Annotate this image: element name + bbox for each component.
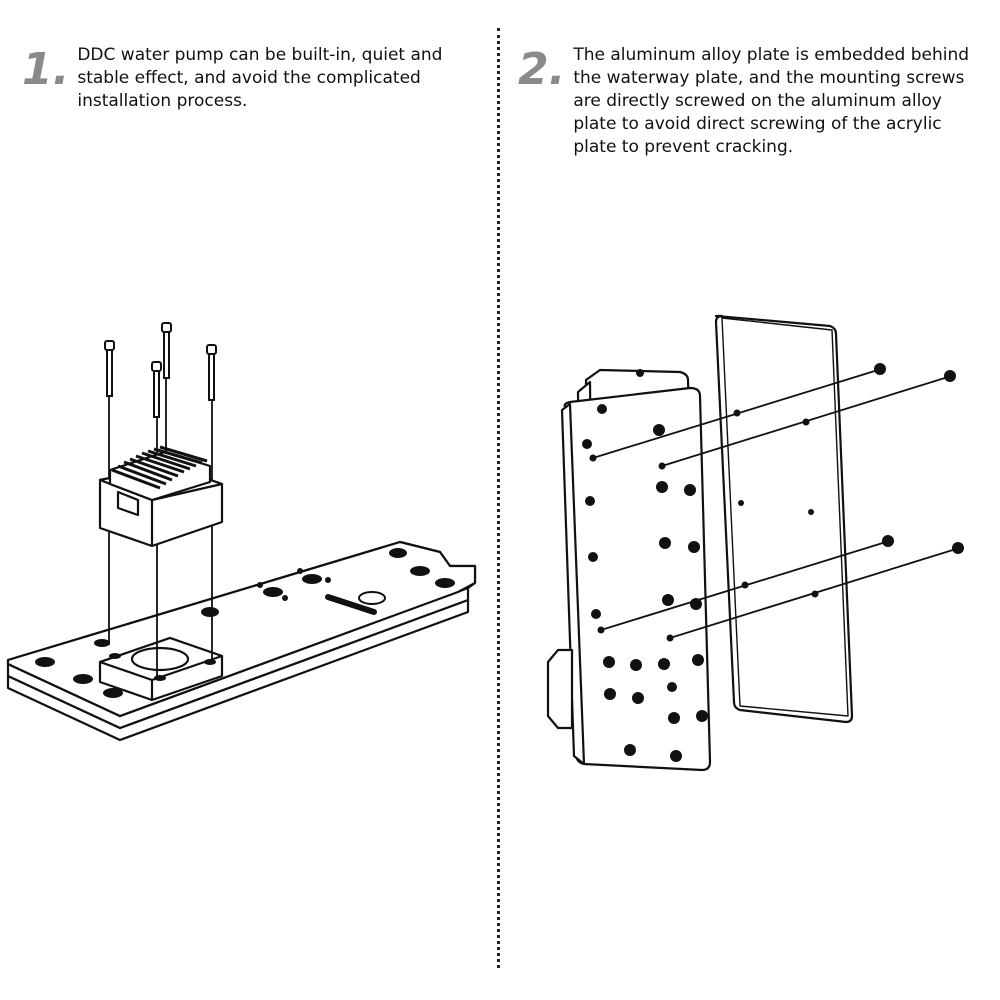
dotted-divider	[497, 28, 500, 968]
step-1: 1. DDC water pump can be built-in, quiet…	[22, 44, 462, 113]
step-1-text: DDC water pump can be built-in, quiet an…	[77, 45, 443, 111]
step-1-number: 1.	[22, 44, 70, 95]
step-2-number: 2.	[518, 44, 566, 95]
step-2-text: The aluminum alloy plate is embedded beh…	[573, 45, 970, 157]
step-2: 2. The aluminum alloy plate is embedded …	[518, 44, 988, 159]
